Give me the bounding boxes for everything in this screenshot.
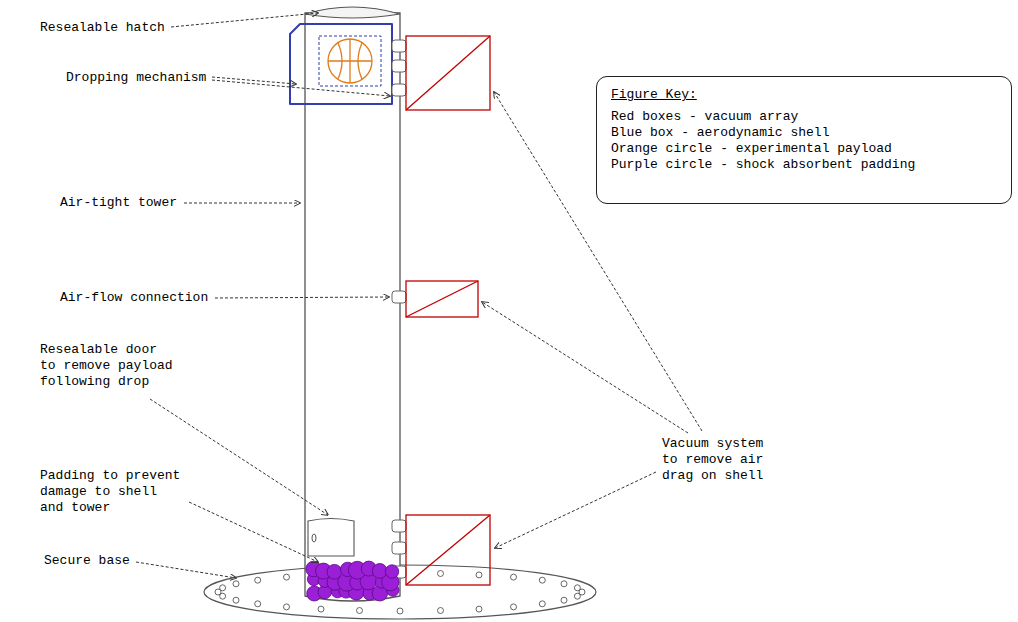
key-heading: Figure Key: [611, 87, 997, 103]
part-label: Air-tight tower [60, 195, 177, 211]
part-label: Resealable door to remove payload follow… [40, 342, 177, 390]
part-label: Padding to prevent damage to shell and t… [40, 468, 184, 516]
payload-frame [319, 36, 381, 86]
part-label: Dropping mechanism [66, 70, 206, 86]
part-label: Vacuum system to remove air drag on shel… [662, 436, 771, 484]
experimental-payload [328, 39, 372, 83]
key-entry: Red boxes - vacuum array [611, 109, 997, 125]
door-handle [312, 534, 316, 542]
resealable-hatch [305, 7, 400, 18]
part-label: Air-flow connection [60, 290, 208, 306]
aerodynamic-shell [290, 24, 392, 104]
key-entry: Orange circle - experimental payload [611, 141, 997, 157]
figure-key-box: Figure Key: Red boxes - vacuum arrayBlue … [596, 76, 1012, 204]
shock-absorbent-padding [306, 561, 399, 601]
key-entry: Blue box - aerodynamic shell [611, 125, 997, 141]
resealable-door [308, 519, 354, 557]
air-tight-tower [305, 13, 400, 601]
key-entry: Purple circle - shock absorbent padding [611, 157, 997, 173]
part-label: Resealable hatch [40, 20, 165, 36]
air-flow-connectors [392, 40, 406, 578]
vacuum-array [406, 36, 490, 585]
part-label: Secure base [44, 553, 130, 569]
